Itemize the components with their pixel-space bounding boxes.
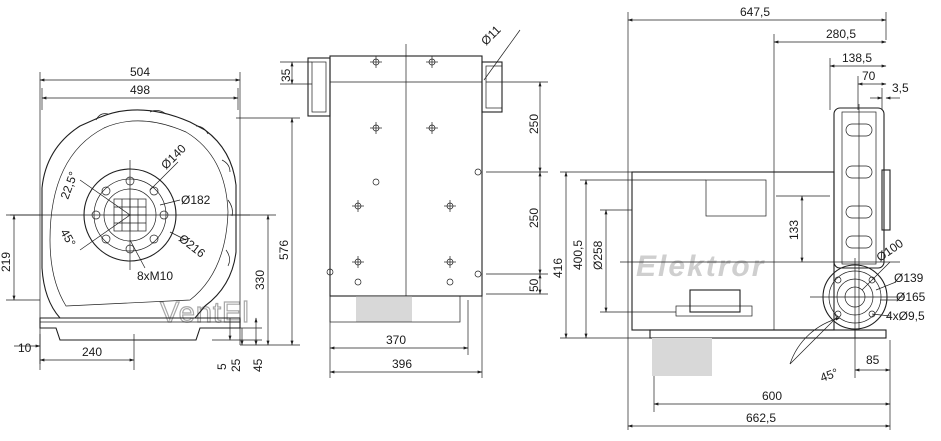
brand-label: Elektror — [636, 250, 766, 283]
dim-240: 240 — [82, 345, 102, 359]
label-d11: Ø11 — [478, 23, 504, 49]
dim-5: 5 — [215, 363, 229, 370]
dim-400-5: 400,5 — [571, 240, 585, 270]
label-d216: Ø216 — [176, 231, 208, 260]
dim-35: 35 — [279, 68, 293, 82]
dim-3-5: 3,5 — [892, 81, 909, 95]
dim-85: 85 — [866, 353, 880, 367]
label-d140: Ø140 — [158, 141, 189, 172]
dim-330: 330 — [253, 270, 267, 290]
dim-138-5: 138,5 — [842, 51, 872, 65]
label-angle-45-right: 45° — [818, 365, 840, 384]
label-angle-45-front: 45° — [57, 227, 78, 250]
dim-662-5: 662,5 — [746, 411, 776, 425]
dim-d258: Ø258 — [591, 240, 605, 270]
dim-250-mid: 250 — [527, 208, 541, 228]
dim-280-5: 280,5 — [826, 27, 856, 41]
label-d100: Ø100 — [874, 236, 906, 264]
dim-416: 416 — [551, 258, 565, 278]
dim-647-5: 647,5 — [740, 5, 770, 19]
label-d182: Ø182 — [181, 193, 211, 207]
label-angle-22-5: 22,5° — [58, 170, 81, 201]
dim-600: 600 — [762, 389, 782, 403]
side-bottom-block — [356, 296, 412, 322]
watermark: VentEl — [159, 296, 250, 329]
dim-70: 70 — [862, 69, 876, 83]
dim-370: 370 — [386, 333, 406, 347]
dim-576: 576 — [277, 240, 291, 260]
dim-250-top: 250 — [527, 114, 541, 134]
dim-10: 10 — [18, 341, 32, 355]
dim-504: 504 — [130, 65, 150, 79]
dim-396: 396 — [392, 357, 412, 371]
dim-45: 45 — [251, 358, 265, 372]
watermark-text: VentEl — [160, 297, 250, 329]
label-d165: Ø165 — [896, 290, 926, 304]
side-view: 35 Ø11 — [279, 23, 548, 378]
label-d139: Ø139 — [894, 271, 924, 285]
label-holes: 4xØ9,5 — [886, 309, 925, 323]
dim-25: 25 — [229, 358, 243, 372]
dim-50: 50 — [527, 278, 541, 292]
right-base-shadow — [652, 338, 712, 376]
label-bolts: 8xM10 — [137, 269, 173, 283]
dim-133: 133 — [787, 220, 801, 240]
dim-219: 219 — [0, 252, 13, 272]
dim-498: 498 — [130, 83, 150, 97]
right-view: 647,5 280,5 138,5 70 3,5 Elektror — [551, 5, 926, 430]
front-view: 504 498 — [0, 65, 300, 372]
